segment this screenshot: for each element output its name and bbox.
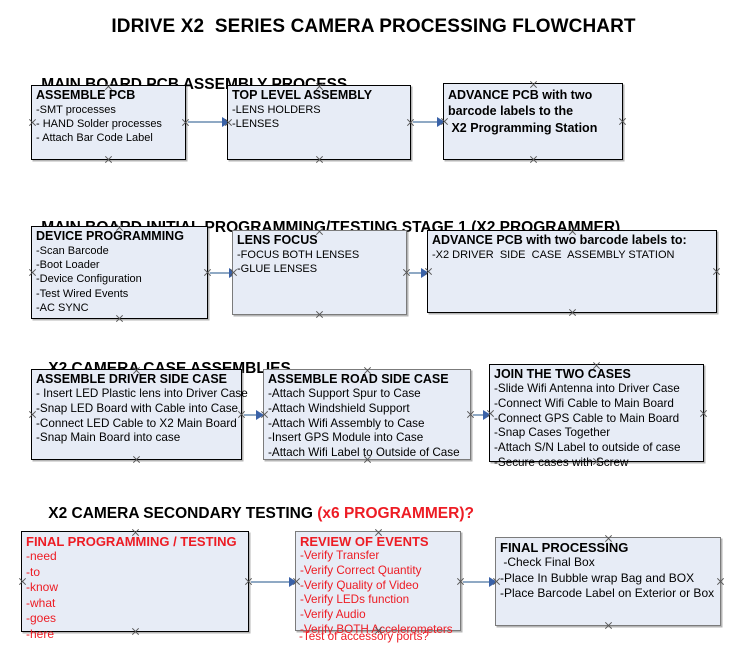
section-header-accent: (x6 PROGRAMMER)? [317, 505, 474, 522]
node-line: -Attach Support Spur to Case [268, 387, 421, 400]
node-title: ASSEMBLE PCB [36, 88, 136, 102]
node-title: DEVICE PROGRAMMING [36, 229, 184, 243]
node-line: X2 Programming Station [448, 121, 598, 135]
node-title: FINAL PROCESSING [500, 540, 629, 555]
node-line: - Insert LED Plastic lens into Driver Ca… [36, 387, 248, 400]
node-line: -Connect LED Cable to X2 Main Board [36, 416, 237, 430]
node-top-level-assembly[interactable]: TOP LEVEL ASSEMBLY -LENS HOLDERS -LENSES [227, 85, 411, 160]
node-line: -FOCUS BOTH LENSES [237, 249, 360, 261]
node-line: -Check Final Box [500, 555, 595, 569]
arrow-head-icon [489, 577, 497, 587]
arrow-connector [210, 272, 232, 274]
node-line: -Verify Transfer [300, 549, 380, 562]
node-line: barcode labels to the [448, 104, 574, 118]
node-assemble-road-side-case[interactable]: ASSEMBLE ROAD SIDE CASE -Attach Support … [263, 369, 471, 460]
connector-handle-bottom[interactable] [315, 155, 324, 164]
node-line: -goes [26, 611, 57, 625]
connector-handle-bottom[interactable] [132, 455, 141, 464]
arrow-connector [188, 121, 225, 123]
node-line: -Test Wired Events [36, 287, 129, 300]
node-advance-pcb-x2-station[interactable]: ADVANCE PCB with two barcode labels to t… [443, 83, 623, 160]
section-header-text: X2 CAMERA SECONDARY TESTING [48, 505, 318, 522]
node-assemble-driver-side-case[interactable]: ASSEMBLE DRIVER SIDE CASE - Insert LED P… [31, 369, 248, 460]
node-line: -Snap LED Board with Cable into Case [36, 401, 239, 415]
node-line: -Scan Barcode [36, 245, 109, 257]
node-title: JOIN THE TWO CASES [494, 367, 631, 381]
node-line: -Connect GPS Cable to Main Board [494, 411, 680, 425]
node-title: TOP LEVEL ASSEMBLY [232, 88, 373, 102]
connector-handle-bottom[interactable] [104, 155, 113, 164]
node-line: -Secure cases with Screw [494, 455, 629, 469]
node-line: -GLUE LENSES [237, 263, 318, 276]
node-line: -Boot Loader [36, 259, 100, 272]
node-line: -X2 DRIVER SIDE CASE ASSEMBLY STATION [432, 249, 675, 261]
node-line: -Verify Quality of Video [300, 578, 419, 592]
connector-handle-right[interactable] [712, 267, 721, 276]
node-title: ADVANCE PCB with two barcode labels to: [432, 233, 687, 247]
node-line: -know [26, 580, 59, 594]
arrow-head-icon [421, 268, 429, 278]
node-line: -Device Configuration [36, 273, 142, 286]
node-line: -Attach S/N Label to outside of case [494, 441, 681, 455]
node-line: -to [26, 564, 41, 579]
node-line: -Attach Windshield Support [268, 401, 410, 415]
node-line: -LENS HOLDERS [232, 104, 321, 116]
arrow-head-icon [437, 117, 445, 127]
node-title: LENS FOCUS [237, 233, 318, 247]
arrow-connector [244, 414, 261, 416]
node-title: ASSEMBLE DRIVER SIDE CASE [36, 372, 228, 386]
node-title: ADVANCE PCB with two [448, 88, 593, 102]
node-advance-pcb-driver-side[interactable]: ADVANCE PCB with two barcode labels to: … [427, 230, 717, 313]
node-line: -Connect Wifi Cable to Main Board [494, 396, 674, 410]
connector-handle-bottom[interactable] [315, 310, 324, 319]
node-device-programming[interactable]: DEVICE PROGRAMMING -Scan Barcode -Boot L… [31, 226, 208, 319]
node-final-programming-testing[interactable]: FINAL PROGRAMMING / TESTING -need -to -k… [21, 531, 249, 641]
node-line: -Verify Audio [300, 608, 366, 622]
node-line: -Place In Bubble wrap Bag and BOX [500, 570, 695, 585]
node-line: -here [26, 626, 55, 641]
node-line: -what [26, 595, 56, 610]
node-line-overflow: -Test of accessory ports? [299, 630, 429, 643]
section-header-secondary-testing: X2 CAMERA SECONDARY TESTING (x6 PROGRAMM… [31, 487, 474, 541]
arrow-connector [413, 121, 440, 123]
node-line: -AC SYNC [36, 301, 89, 314]
node-review-of-events[interactable]: REVIEW OF EVENTS -Verify Transfer -Verif… [295, 531, 461, 636]
node-line: -SMT processes [36, 104, 116, 116]
node-assemble-pcb[interactable]: ASSEMBLE PCB -SMT processes - HAND Solde… [31, 85, 186, 160]
node-line: -Attach Wifi Label to Outside of Case [268, 446, 460, 460]
arrow-head-icon [483, 410, 491, 420]
page-title: IDRIVE X2 SERIES CAMERA PROCESSING FLOWC… [111, 16, 636, 37]
node-final-processing[interactable]: FINAL PROCESSING -Check Final Box -Place… [495, 537, 721, 626]
node-title: REVIEW OF EVENTS [300, 534, 429, 549]
arrow-head-icon [222, 117, 230, 127]
arrow-connector [251, 581, 293, 583]
node-lens-focus[interactable]: LENS FOCUS -FOCUS BOTH LENSES -GLUE LENS… [232, 230, 407, 315]
node-join-the-two-cases[interactable]: JOIN THE TWO CASES -Slide Wifi Antenna i… [489, 364, 704, 469]
connector-handle-bottom[interactable] [604, 621, 613, 630]
node-line: -Verify LEDs function [300, 593, 410, 607]
node-line: -Place Barcode Label on Exterior or Box [500, 586, 715, 600]
connector-handle-bottom[interactable] [529, 155, 538, 164]
node-line: - HAND Solder processes [36, 118, 162, 131]
node-line: -Slide Wifi Antenna into Driver Case [494, 382, 680, 395]
node-line: -Verify Correct Quantity [300, 563, 422, 577]
node-line: -LENSES [232, 118, 280, 131]
node-title: ASSEMBLE ROAD SIDE CASE [268, 372, 449, 386]
arrow-connector [473, 414, 487, 416]
arrow-head-icon [289, 577, 297, 587]
node-line: - Attach Bar Code Label [36, 132, 153, 145]
node-line: -Snap Cases Together [494, 426, 611, 440]
node-line: -need [26, 549, 57, 563]
node-line: -Snap Main Board into case [36, 431, 181, 445]
arrow-connector [463, 581, 495, 583]
node-line: -Verify BOTH Accelerometers [300, 622, 453, 636]
node-line: -Attach Wifi Assembly to Case [268, 416, 425, 430]
node-title: FINAL PROGRAMMING / TESTING [26, 534, 237, 549]
node-line: -Insert GPS Module into Case [268, 431, 424, 445]
arrow-connector [409, 272, 425, 274]
connector-handle-bottom[interactable] [568, 308, 577, 317]
arrow-head-icon [256, 410, 264, 420]
